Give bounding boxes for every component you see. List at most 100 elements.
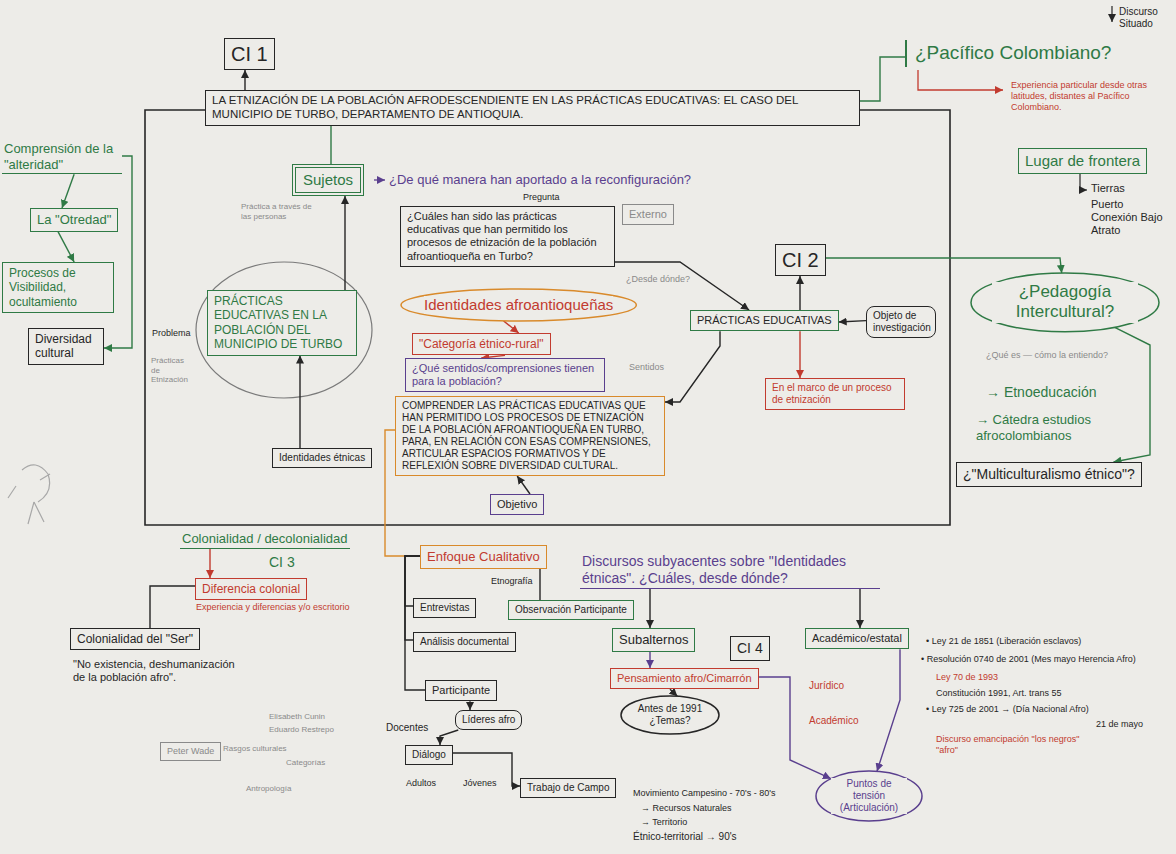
note-slot: Práctica a través de las personas [240,202,322,221]
node-text: Académico/estatal [812,632,902,645]
note-slot: Etnografía [490,576,534,587]
note-slot: Antropología [245,784,292,794]
note-text: Rasgos culturales [222,744,288,754]
node-text: Observación Participante [515,604,627,616]
node-text: PRÁCTICAS EDUCATIVAS [697,314,832,327]
connector-line [759,677,831,779]
note-slot: Discurso Situado [1118,6,1172,30]
note-slot: Constitución 1991, Art. trans 55 [935,688,1063,699]
connector-line [150,586,195,628]
note-slot: Jurídico [808,680,845,692]
note-slot: → Recursos Naturales [640,803,733,814]
note-text: → Territorio [640,817,688,828]
node-text: Enfoque Cualitativo [427,549,540,565]
note-slot: Docentes [385,722,429,734]
note-text: Discurso Situado [1118,6,1172,30]
node-text: CI 4 [737,640,763,657]
node-text: Comprensión de la "alteridad" [4,141,120,172]
node-text: Identidades étnicas [279,452,365,464]
node-text: ¿"Multiculturalismo étnico"? [963,466,1135,483]
tension-ellipse: Puntos de tensión (Articulación) [815,770,923,822]
note-slot: Problema [151,328,192,339]
note-slot: Pregunta [522,192,561,203]
node-text: Colonialidad del "Ser" [77,632,193,646]
callout-box: CI 1 [224,38,275,70]
node-text: Sujetos [303,171,353,189]
callout-box: CI 2 [775,244,826,276]
node-text: Pensamiento afro/Cimarrón [617,672,752,685]
discourse-heading: Discursos subyacentes sobre "Identidades… [580,552,880,589]
node-text: "Categoría étnico-rural" [419,337,544,351]
note-slot: • Ley 21 de 1851 (Liberación esclavos) [925,636,1082,647]
note-slot: Eduardo Restrepo [268,725,335,735]
node-text: ¿Pedagogía Intercultural? [992,282,1138,323]
node-text: Subalternos [619,632,688,648]
note-text: ¿Qué es — cómo la entiendo? [985,350,1109,361]
note-slot: 21 de mayo [1095,719,1144,730]
subject-box: Sujetos [292,164,364,196]
note-slot: "No existencia, deshumanización de la po… [72,658,244,684]
note-box: Objeto de investigación [866,306,936,338]
practice-box: PRÁCTICAS EDUCATIVAS [690,310,839,331]
note-text: Adultos [405,778,437,789]
method-box: Análisis documental [413,632,516,652]
node-text: Diálogo [412,749,446,761]
concept-box: Procesos de Visibilidad, ocultamiento [2,262,114,313]
connector-line [344,196,345,290]
topic-ellipse: Antes de 1991 ¿Temas? [620,695,720,735]
note-slot: Elisabeth Cunin [268,712,326,722]
connector-line [517,476,530,494]
note-text: Práctica a través de las personas [240,202,322,221]
note-slot: Sentidos [628,362,665,373]
fieldwork-box: Trabajo de Campo [520,778,616,798]
note-box: Externo [622,204,674,225]
note-text: Étnico-territorial → 90's [632,831,738,843]
node-text: Objetivo [497,498,537,511]
note-slot: ¿Qué es — cómo la entiendo? [985,350,1109,361]
node-text: Procesos de Visibilidad, ocultamiento [9,266,107,309]
method-box: Observación Participante [508,600,634,620]
connector-line [826,258,1062,273]
connector-line [58,232,74,262]
note-text: Categorías [285,758,326,768]
ellipse-shape [621,696,719,734]
note-slot: Prácticas de Etnización [150,356,194,385]
connector-line [860,57,905,101]
concept-heading: Comprensión de la "alteridad" [2,140,122,174]
leader-arrow [1080,174,1087,190]
note-text: Jóvenes [462,778,498,789]
figure-sketch [8,465,50,524]
connector-line [539,569,540,600]
concept-heading: Colonialidad / decolonialidad [180,530,350,549]
connector-line [62,174,74,208]
connector-line [859,589,860,628]
connector-line [670,689,677,696]
connector-line [649,589,650,628]
node-text: Diversidad cultural [35,332,97,361]
node-text: Peter Wade [167,746,214,757]
node-text: Lugar de frontera [1025,152,1140,170]
ellipse-shape [971,273,1159,332]
objective-box: COMPRENDER LAS PRÁCTICAS EDUCATIVAS QUE … [395,396,665,476]
node-text: Objeto de investigación [873,310,929,334]
note-text: Problema [151,328,192,339]
note-slot: ¿Desde dónde? [625,274,691,285]
node-text: COMPRENDER LAS PRÁCTICAS EDUCATIVAS QUE … [402,400,658,472]
connector-line [244,70,245,90]
concept-box: Diversidad cultural [28,328,104,365]
note-text: Académico [808,715,859,727]
note-text: Etnografía [490,576,534,587]
node-text: Trabajo de Campo [527,782,609,794]
note-text: CI 3 [268,554,296,571]
note-text: Sentidos [628,362,665,373]
note-slot: Categorías [285,758,326,768]
note-text: Elisabeth Cunin [268,712,326,722]
problem-box: PRÁCTICAS EDUCATIVAS EN LA POBLACIÓN DEL… [207,290,357,356]
note-text: Tierras [1090,182,1126,195]
concept-box: Diferencia colonial [195,578,307,600]
question-box: ¿Cuáles han sido las prácticas educativa… [400,206,615,267]
question-ellipse: ¿Pedagogía Intercultural? [970,272,1160,333]
participant-box: Diálogo [405,745,453,765]
note-slot: Movimiento Campesino - 70's - 80's [632,788,777,799]
note-text: "No existencia, deshumanización de la po… [72,658,244,684]
